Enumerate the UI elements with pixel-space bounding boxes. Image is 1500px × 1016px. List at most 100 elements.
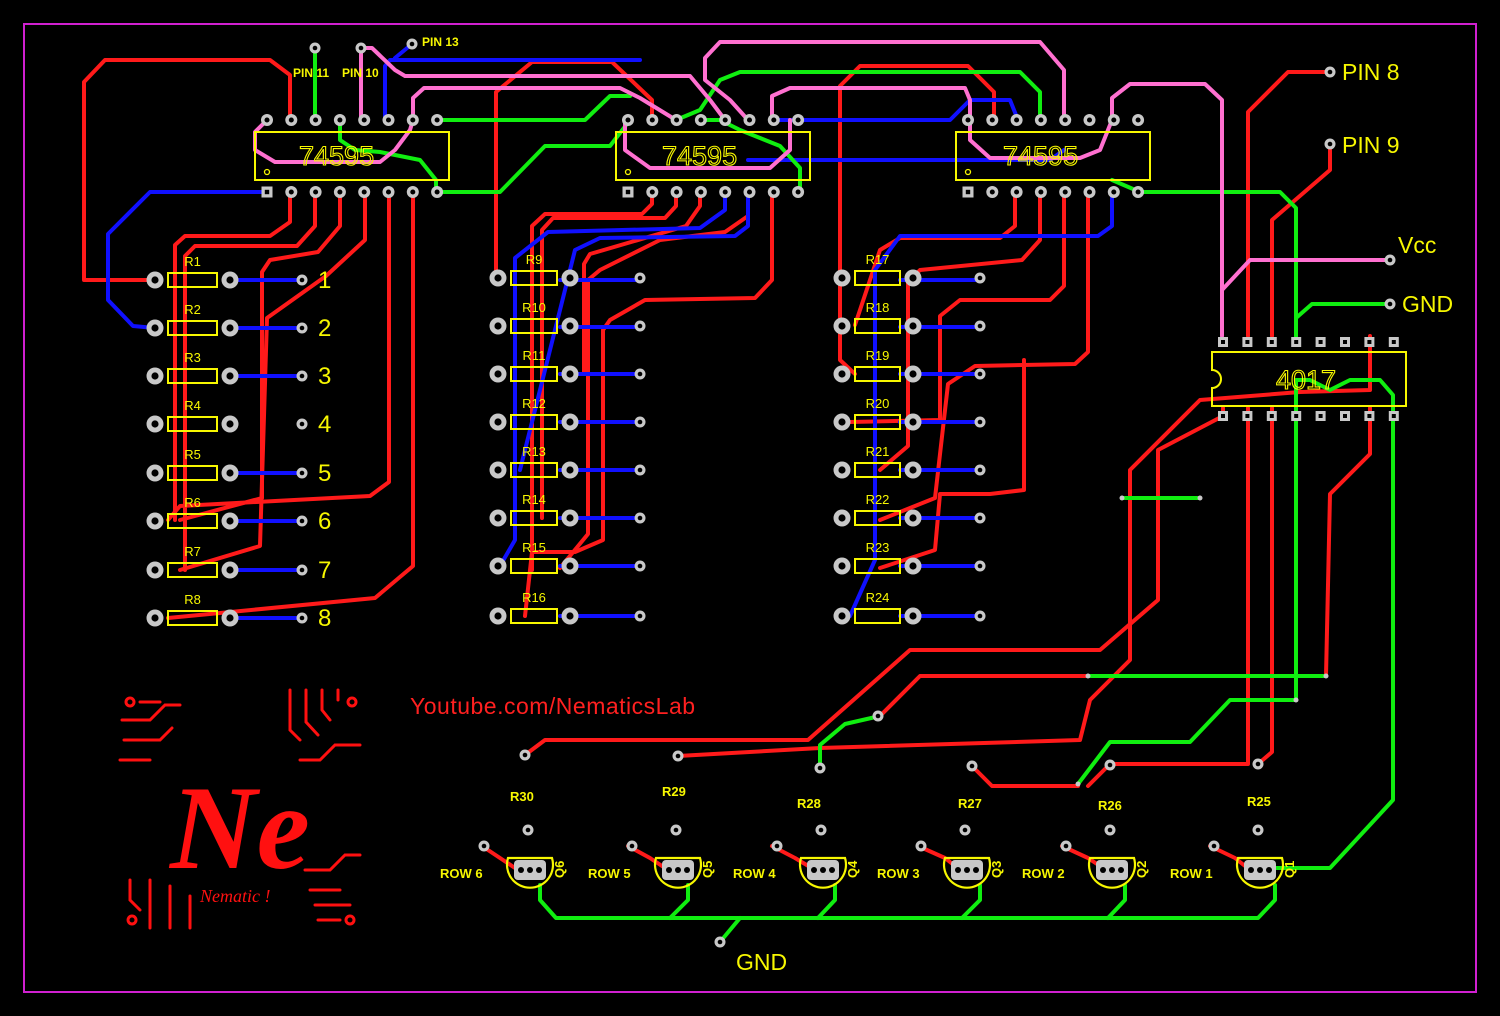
via-pad xyxy=(1104,759,1116,771)
chip-4017-pin-top xyxy=(1218,337,1228,347)
via-pad xyxy=(1252,758,1264,770)
chip-4017-pin-bottom xyxy=(1315,411,1326,421)
chip-pin-bottom xyxy=(406,186,419,198)
chip-4017-pin-top xyxy=(1291,337,1302,347)
column-number: 4 xyxy=(318,411,331,438)
resistor-label: R5 xyxy=(184,447,201,462)
chip-pin-bottom xyxy=(382,186,395,198)
chip-pin-1 xyxy=(261,186,273,198)
resistor-r8: R8 xyxy=(167,592,218,626)
resistor-label: R20 xyxy=(866,396,890,411)
row-label: ROW 5 xyxy=(588,866,631,881)
resistor-pad xyxy=(904,365,922,383)
resistor-pad xyxy=(146,271,164,289)
resistor-pad xyxy=(489,509,507,527)
junction-dot xyxy=(1197,495,1203,501)
pin11-label: PIN 11 xyxy=(293,66,329,80)
resistor-label: R6 xyxy=(184,495,201,510)
base-pad xyxy=(626,840,638,852)
labels: 74595 74595 74595 4017 PIN 11 PIN 10 PIN… xyxy=(293,35,1453,975)
resistor-label: R11 xyxy=(523,348,546,363)
chip-4017-pin-top xyxy=(1242,337,1253,347)
via-pad xyxy=(966,760,978,772)
resistor-pad xyxy=(221,271,239,289)
transistor-label: Q6 xyxy=(552,861,567,878)
resistor-pad xyxy=(561,557,579,575)
resistor-pad xyxy=(221,561,239,579)
base-pad xyxy=(915,840,927,852)
resistor-pad xyxy=(221,512,239,530)
resistor-pad xyxy=(561,317,579,335)
resistor-label: R24 xyxy=(866,590,890,605)
pin13-label: PIN 13 xyxy=(422,35,459,49)
resistor-r1: R1 xyxy=(167,254,218,288)
traces xyxy=(82,40,1395,944)
resistor-pad xyxy=(561,509,579,527)
chip-pin-bottom xyxy=(646,186,659,198)
gnd-right-label: GND xyxy=(1402,291,1453,317)
chip-4017-body xyxy=(1211,351,1407,407)
resistor-pad xyxy=(489,269,507,287)
gnd-bottom-pad xyxy=(714,936,726,948)
resistor-pad xyxy=(221,609,239,627)
resistor-label: R18 xyxy=(866,300,890,315)
resistor-pad xyxy=(489,557,507,575)
chip-4017-pin-top xyxy=(1364,337,1375,347)
resistor-r5: R5 xyxy=(167,447,218,481)
chip-pin-bottom xyxy=(1083,186,1096,198)
resistor-pad xyxy=(489,461,507,479)
vcc-pad xyxy=(1384,254,1396,266)
row-resistor-pad xyxy=(670,824,682,836)
chip-4017-pin-top xyxy=(1388,337,1399,347)
components: R11R22R33R44R55R66R77R88R9R10R11R12R13R1… xyxy=(146,38,1407,948)
row-end-pad xyxy=(634,464,646,476)
chip-pin-top xyxy=(622,114,634,126)
row-end-pad xyxy=(296,564,308,576)
chip-pin-top xyxy=(1059,114,1072,126)
resistor-label: R7 xyxy=(184,544,201,559)
youtube-link: Youtube.com/NematicsLab xyxy=(410,693,696,719)
chip2-label: 74595 xyxy=(662,141,737,171)
row-label: ROW 2 xyxy=(1022,866,1065,881)
row-end-pad xyxy=(974,320,986,332)
row-end-pad xyxy=(974,272,986,284)
chip-4017-pin-top xyxy=(1266,337,1277,347)
chip-4017-pin-bottom xyxy=(1388,411,1399,421)
row-label: ROW 4 xyxy=(733,866,776,881)
resistor-pad xyxy=(833,317,851,335)
resistor-pad xyxy=(833,509,851,527)
resistor-r7: R7 xyxy=(167,544,218,578)
row-resistor-pad xyxy=(1252,824,1264,836)
chip-pin-top xyxy=(1010,114,1023,126)
resistor-pad xyxy=(904,509,922,527)
row-resistor-pad xyxy=(959,824,971,836)
resistor-pad xyxy=(146,319,164,337)
resistor-r19: R19 xyxy=(854,348,901,382)
resistor-pad xyxy=(833,365,851,383)
resistor-pad xyxy=(146,367,164,385)
row-resistor-label: R28 xyxy=(797,796,821,811)
row-end-pad xyxy=(634,610,646,622)
chip-4017-pin-bottom xyxy=(1266,411,1277,421)
column-number: 7 xyxy=(318,557,331,584)
chip-pin-top xyxy=(261,114,273,126)
resistor-label: R23 xyxy=(866,540,890,555)
resistor-label: R2 xyxy=(184,302,201,317)
chip4-label: 4017 xyxy=(1276,365,1336,395)
resistor-pad xyxy=(146,561,164,579)
logo-mark: Ne xyxy=(168,761,310,894)
resistor-pad xyxy=(146,464,164,482)
resistor-pad xyxy=(146,415,164,433)
resistor-pad xyxy=(489,317,507,335)
resistor-r13: R13 xyxy=(510,444,558,478)
column-number: 8 xyxy=(318,605,331,632)
column-number: 6 xyxy=(318,508,331,535)
row-end-pad xyxy=(296,418,308,430)
resistor-label: R22 xyxy=(866,492,890,507)
row-resistor-pad xyxy=(815,824,827,836)
resistor-pad xyxy=(833,461,851,479)
chip-pin-top xyxy=(694,114,707,126)
resistor-r11: R11 xyxy=(510,348,558,382)
